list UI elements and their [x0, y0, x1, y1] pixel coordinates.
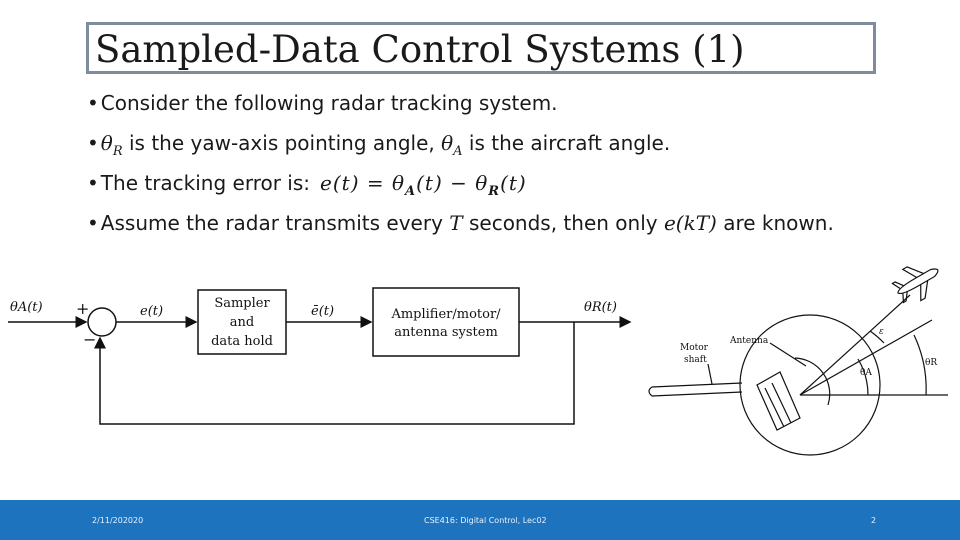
plant-label-line1: Amplifier/motor/: [390, 307, 501, 322]
error-label: e(t): [140, 304, 163, 319]
bullet-item: •Consider the following radar tracking s…: [87, 86, 927, 126]
sampler-label-line3: data hold: [211, 334, 273, 349]
bullet-list: •Consider the following radar tracking s…: [87, 86, 927, 246]
bullet-item: •Assume the radar transmits every T seco…: [87, 206, 927, 246]
sampled-error-label: ē(t): [311, 304, 334, 319]
sampler-label-line1: Sampler: [214, 296, 270, 311]
shaft-label: shaft: [684, 355, 707, 365]
bullet-text: is the yaw-axis pointing angle,: [122, 131, 442, 155]
antenna-label: Antenna: [729, 336, 769, 346]
bullet-marker: •: [87, 131, 99, 155]
bullet-text: are known.: [716, 211, 834, 235]
footer-page-number: 2: [871, 516, 877, 525]
plus-sign: +: [76, 299, 89, 318]
equation-mid: (t) − θ: [416, 171, 489, 195]
radar-figure: [648, 266, 948, 456]
var-ekt: e(kT): [663, 211, 717, 235]
minus-sign: −: [83, 330, 96, 349]
sampler-label-line2: and: [230, 315, 254, 330]
theta-a-symbol: θ: [441, 131, 454, 155]
diagram-area: θA(t) + − e(t) Sampler and data hold ē(t…: [8, 266, 948, 456]
bullet-text: The tracking error is:: [100, 171, 311, 195]
epsilon-arc: [869, 330, 885, 344]
bullet-marker: •: [87, 171, 99, 195]
footer-date: 2/11/202020: [92, 516, 144, 525]
motor-shaft: [648, 382, 743, 397]
epsilon-label: ε: [879, 327, 884, 337]
theta-a-arc: [857, 358, 869, 396]
theta-a-label: θA: [860, 368, 872, 378]
bullet-item: •θR is the yaw-axis pointing angle, θA i…: [87, 126, 927, 166]
plant-label-line2: antenna system: [394, 325, 498, 340]
theta-r-label: θR: [925, 358, 937, 368]
var-t: T: [449, 211, 463, 235]
error-equation: e(t) = θA(t) − θR(t): [320, 171, 527, 199]
theta-r-subscript: R: [112, 144, 123, 159]
bullet-text: is the aircraft angle.: [462, 131, 671, 155]
title-frame: Sampled-Data Control Systems (1): [86, 22, 876, 74]
motor-label: Motor: [680, 343, 709, 353]
theta-r-arc: [913, 334, 927, 396]
input-label: θA(t): [10, 300, 43, 315]
bullet-item: •The tracking error is: e(t) = θA(t) − θR…: [87, 166, 927, 206]
bullet-text: Assume the radar transmits every: [100, 211, 450, 235]
bullet-marker: •: [87, 91, 99, 115]
footer-bar: 2/11/202020 CSE416: Digital Control, Lec…: [0, 500, 960, 540]
plant-block: [372, 287, 520, 357]
theta-a-subscript: A: [453, 144, 463, 159]
equation-sub-a: A: [405, 184, 417, 199]
radar-housing-circle: [739, 314, 881, 456]
shaft-leader: [707, 363, 713, 385]
antenna-body-icon: [756, 371, 801, 431]
block-diagram: [8, 287, 632, 425]
equation-sub-r: R: [488, 184, 501, 199]
aircraft-icon: [891, 266, 939, 304]
bullet-marker: •: [87, 211, 99, 235]
antenna-stripe: [771, 382, 792, 424]
theta-r-symbol: θ: [100, 131, 113, 155]
output-label: θR(t): [584, 300, 617, 315]
footer-course: CSE416: Digital Control, Lec02: [424, 516, 547, 525]
radar-figure-labels: Motor shaft Antenna ε θR θA: [680, 327, 937, 378]
slide-title: Sampled-Data Control Systems (1): [95, 28, 745, 71]
antenna-stripe: [764, 387, 785, 428]
block-diagram-labels: θA(t) + − e(t) Sampler and data hold ē(t…: [10, 296, 617, 349]
bullet-text: Consider the following radar tracking sy…: [100, 91, 558, 115]
antenna-boresight-line: [799, 319, 933, 396]
equation-end: (t): [500, 171, 527, 195]
target-line: [799, 294, 911, 396]
equation-lhs: e(t) = θ: [320, 171, 406, 195]
feedback-path: [94, 322, 575, 425]
antenna-leader: [769, 342, 807, 367]
bullet-text: seconds, then only: [462, 211, 664, 235]
